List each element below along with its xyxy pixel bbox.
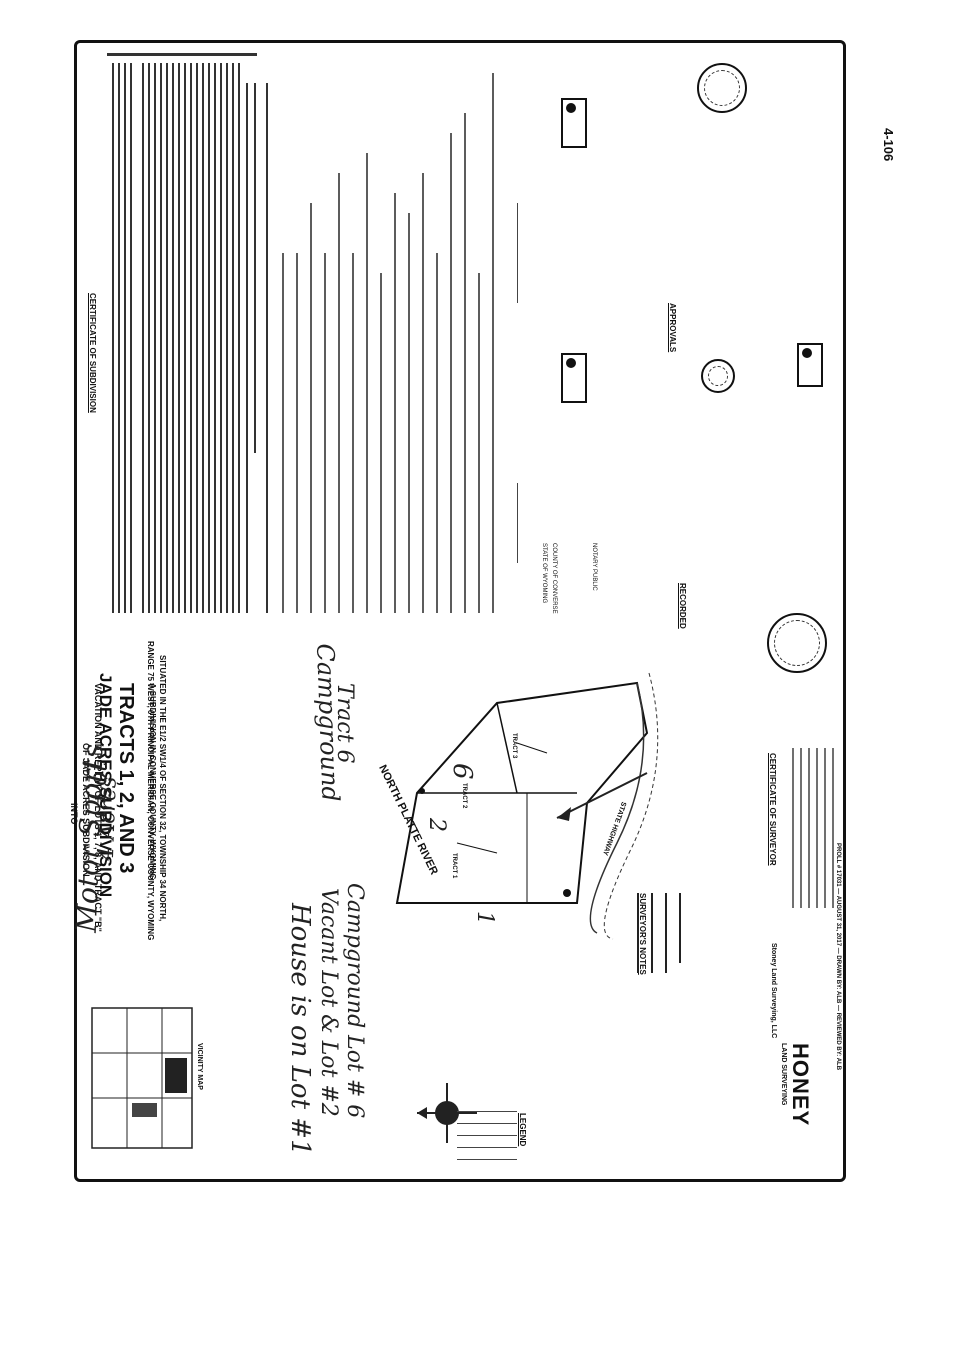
state-of-wyoming: STATE OF WYOMING (541, 543, 547, 604)
tract-2-label: TRACT 2 (461, 783, 467, 809)
signature-line-1 (517, 483, 518, 563)
handwriting-vacant-note: Vacant Lot & Lot #2 (316, 888, 341, 1117)
footer-project: PROLL # 17031 — AUGUST 31, 2017 — DRAWN … (835, 843, 841, 1071)
handwriting-tract-6: Tract 6 (332, 683, 357, 764)
certificate-surveyor-title: CERTIFICATE OF SURVEYOR (768, 753, 777, 866)
plat-map (395, 672, 659, 940)
numbered-conditions (282, 73, 494, 613)
notary-stamp-3 (797, 343, 823, 387)
firm-logo: HONEY (788, 1043, 813, 1127)
arrow-icon (556, 772, 648, 821)
handwriting-campground-2: Campground Lot # 6 (342, 883, 367, 1119)
certificate-paragraphs (112, 63, 268, 613)
signature-line-2 (517, 203, 518, 303)
surveyor-seal (767, 613, 827, 673)
approvals-title: APPROVALS (668, 303, 677, 353)
handwriting-house-note: House is on Lot #1 (285, 903, 315, 1156)
notary-seal-top (697, 63, 747, 113)
surveyors-notes-lines (637, 893, 697, 983)
certificate-text-block (107, 53, 267, 623)
notary-seal-mid (701, 359, 735, 393)
notary-stamp-2 (561, 98, 587, 148)
certificate-subdivision-title: CERTIFICATE OF SUBDIVISION (88, 293, 97, 413)
vicinity-map-label: VICINITY MAP (196, 1043, 203, 1090)
vicinity-map (91, 1007, 193, 1149)
firm-name: Stoney Land Surveying, LLC (770, 943, 777, 1039)
north-arrow-icon (417, 1083, 477, 1143)
plat-sheet: VACATION AND REPLAT OF LOTS 1, 7, 8, AND… (69, 40, 846, 1182)
subtitle-line-3: RANGE 75 WEST, 6TH PRINCIPAL MERIDIAN, C… (146, 641, 155, 941)
handwriting-num-1: 1 (472, 911, 497, 925)
tract-3-label: TRACT 3 (511, 733, 517, 759)
recorded-title: RECORDED (678, 583, 687, 629)
page-number: 4-106 (881, 128, 896, 162)
handwriting-motorsports-3: 4 Acres (93, 776, 122, 862)
notary-public: NOTARY PUBLIC (591, 543, 597, 591)
legend-lines (457, 1103, 527, 1173)
subtitle-line-2: SITUATED IN THE E1/2 SW1/4 OF SECTION 32… (158, 655, 167, 922)
tract-1-label: TRACT 1 (451, 853, 457, 879)
surveyor-cert-lines (792, 748, 834, 908)
handwriting-num-6: 6 (447, 763, 477, 780)
county-of-converse: COUNTY OF CONVERSE (551, 543, 557, 614)
notary-stamp-1 (561, 353, 587, 403)
handwriting-num-2: 2 (424, 818, 449, 832)
firm-sub: LAND SURVEYING (780, 1043, 787, 1106)
